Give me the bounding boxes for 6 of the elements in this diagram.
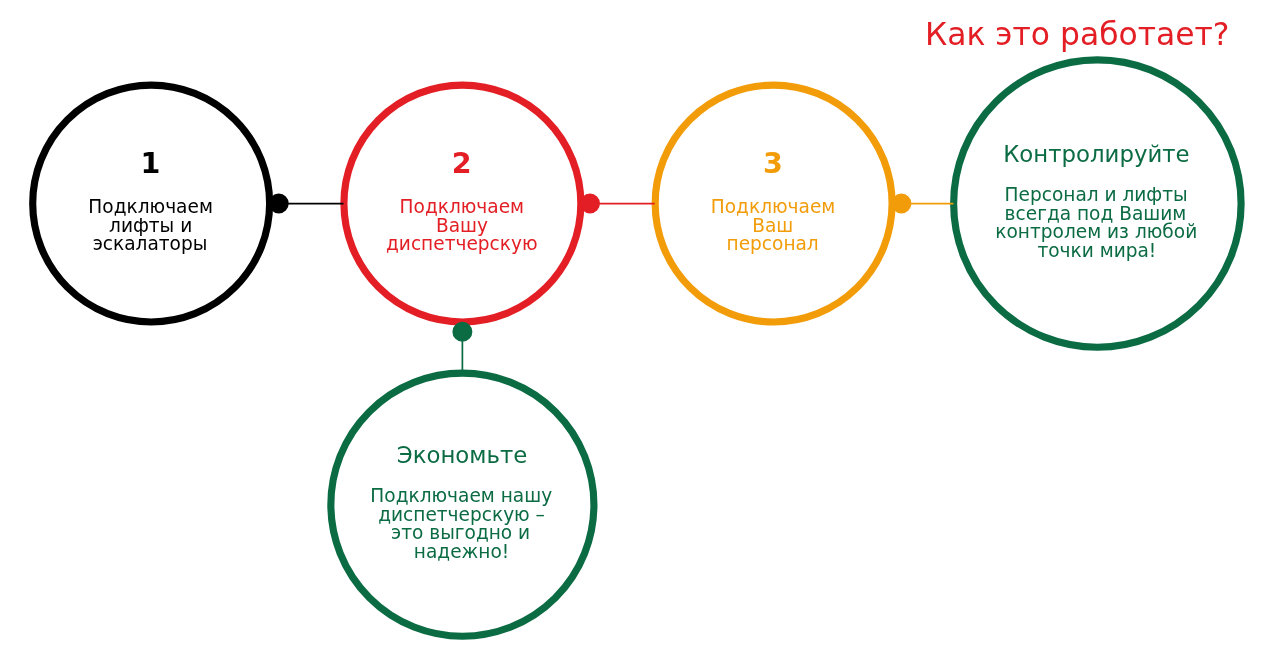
node-circle: Экономьте Подключаем нашу диспетчерскую – это выгодно и надежно! — [327, 369, 598, 640]
node-circle: 3 Подключаем Ваш персонал — [651, 81, 896, 326]
node-circle: 1 Подключаем лифты и эскалаторы — [29, 81, 274, 326]
node-circle: 2 Подключаем Вашу диспетчерскую — [340, 81, 585, 326]
diagram-title: Как это работает? — [924, 15, 1230, 52]
node-circle: Контролируйте Персонал и лифты всегда под Вашим контролем из любой точки мира! — [950, 56, 1245, 351]
